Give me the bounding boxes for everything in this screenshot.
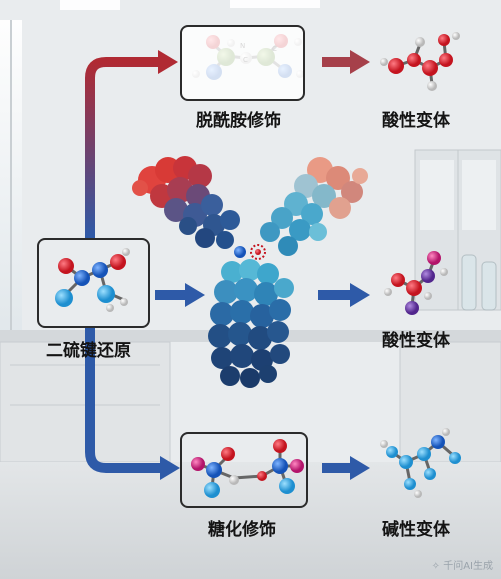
arrow-top-head bbox=[158, 50, 178, 74]
molecule-acidic-top bbox=[380, 32, 460, 91]
molecule-acidic-mid bbox=[384, 251, 448, 315]
deamidation-box bbox=[180, 25, 305, 101]
label-deamidation: 脱酰胺修饰 bbox=[196, 106, 281, 131]
label-acidic-top: 酸性变体 bbox=[382, 106, 450, 131]
label-basic: 碱性变体 bbox=[382, 515, 450, 540]
label-acidic-mid: 酸性变体 bbox=[382, 326, 450, 351]
label-disulfide: 二硫键还原 bbox=[46, 336, 131, 361]
watermark-text: 千问AI生成 bbox=[443, 561, 493, 572]
antibody-structure bbox=[132, 156, 368, 388]
disulfide-hinge bbox=[234, 245, 265, 259]
glycation-box bbox=[180, 432, 308, 508]
molecule-basic bbox=[380, 428, 461, 498]
label-glycation: 糖化修饰 bbox=[208, 515, 276, 540]
arrow-bottom-head bbox=[160, 456, 180, 480]
arrow-top-path bbox=[90, 62, 158, 238]
watermark-icon: ✧ bbox=[432, 561, 440, 572]
disulfide-box bbox=[37, 238, 150, 328]
watermark: ✧ 千问AI生成 bbox=[432, 557, 493, 572]
